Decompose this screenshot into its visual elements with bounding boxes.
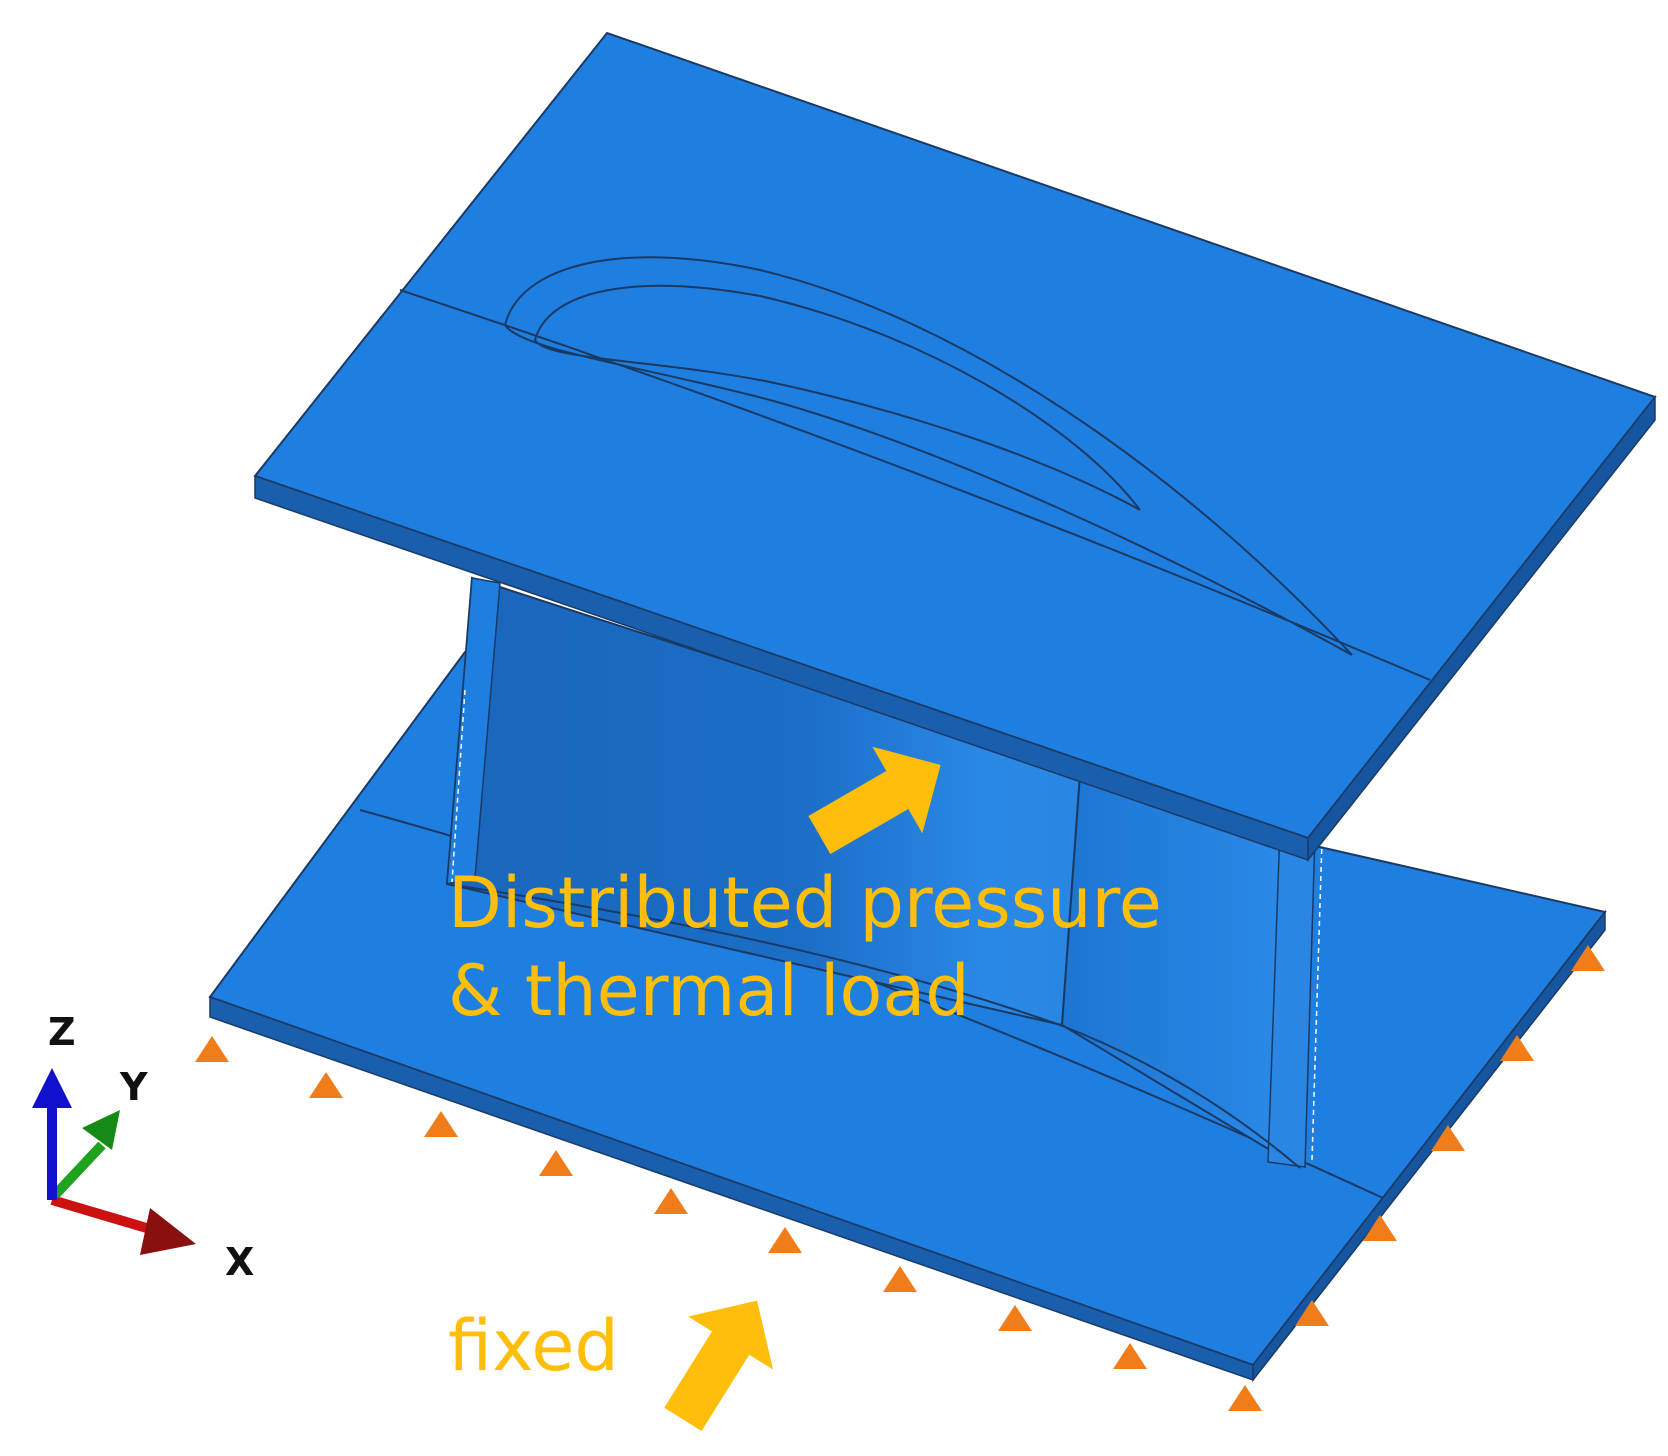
axis-label-z: Z	[48, 1010, 76, 1054]
z-axis-arrowhead	[32, 1068, 72, 1108]
x-axis-arrowhead	[140, 1208, 196, 1255]
top-platform-split-line	[399, 289, 1431, 681]
fixed-support-icon	[1571, 945, 1605, 971]
load-label-line1: Distributed pressure	[448, 862, 1162, 944]
fixed-support-icon	[539, 1150, 573, 1176]
fixed-support-icon	[1500, 1035, 1534, 1061]
fixed-support-icon	[1431, 1125, 1465, 1151]
blade-body	[445, 576, 1323, 1169]
top-platform-right-edge	[1307, 394, 1656, 863]
fixed-support-icon	[1363, 1215, 1397, 1241]
fixed-label: fixed	[448, 1305, 619, 1387]
axis-label-x: X	[225, 1240, 254, 1284]
fixed-support-icon	[309, 1072, 343, 1098]
fixed-support-icon	[195, 1036, 229, 1062]
airfoil-profile-inner	[533, 284, 1141, 511]
axis-label-y: Y	[119, 1065, 148, 1109]
bottom-platform-right-edge	[1252, 909, 1606, 1383]
top-platform	[253, 31, 1657, 863]
fixed-support-icon	[768, 1227, 802, 1253]
blade-root-curve	[446, 883, 1301, 1169]
fixed-support-icon	[1295, 1300, 1329, 1326]
blade-leading-fillet	[446, 577, 501, 885]
y-axis-arrowhead	[82, 1110, 120, 1150]
load-label-line2: & thermal load	[448, 950, 970, 1032]
fixed-support-icon	[424, 1111, 458, 1137]
fixed-support-icon	[1228, 1385, 1262, 1411]
axis-triad-icon	[32, 1068, 196, 1255]
fixed-supports	[195, 945, 1605, 1411]
fixed-support-icon	[654, 1188, 688, 1214]
fixed-arrow-icon	[664, 1300, 774, 1432]
load-arrow-icon	[808, 746, 941, 855]
fixed-support-icon	[1113, 1343, 1147, 1369]
airfoil-profile-outer	[503, 256, 1353, 656]
fixed-support-icon	[998, 1305, 1032, 1331]
fixed-support-icon	[883, 1266, 917, 1292]
